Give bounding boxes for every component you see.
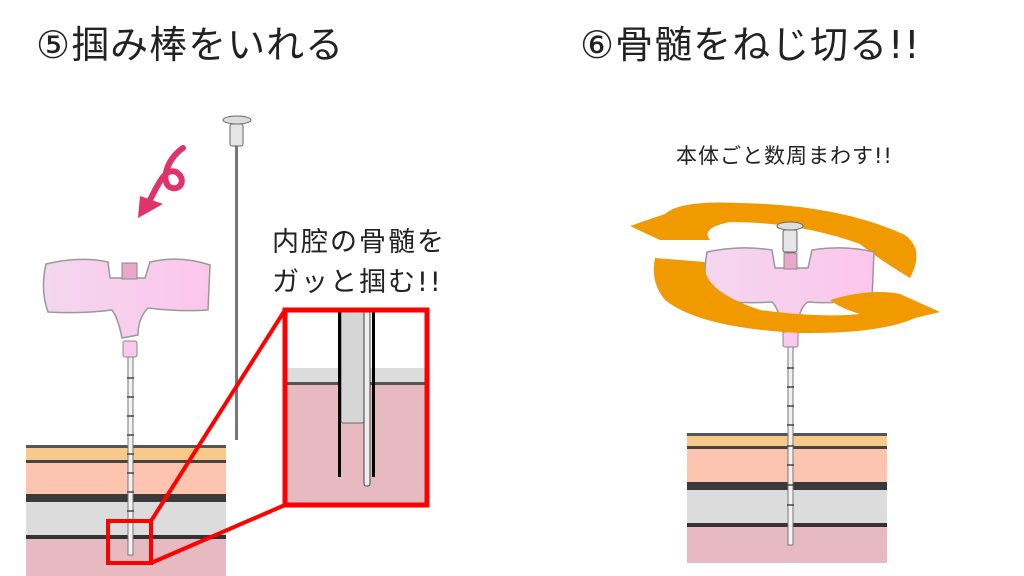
rotate-arrows-front [653,258,940,334]
step-5-title: ⑤掴み棒をいれる [36,23,345,67]
stylet-rod [222,115,252,440]
zoom-callout [106,307,430,565]
tissue-layers-right [687,433,887,563]
inset-caption-line2: ガッと掴む!! [272,267,443,298]
tissue-layers-left [26,445,226,576]
biopsy-needle-right [704,221,875,546]
biopsy-needle-left [42,258,211,556]
step-6-title: ⑥骨髄をねじ切る!! [580,23,921,67]
rotation-caption: 本体ごと数周まわす!! [676,144,893,168]
inset-caption-line1: 内腔の骨髄を [272,227,446,258]
insert-arrow-icon [138,145,186,218]
rotate-arrows-icon [630,202,917,278]
magnified-inset [285,309,427,505]
